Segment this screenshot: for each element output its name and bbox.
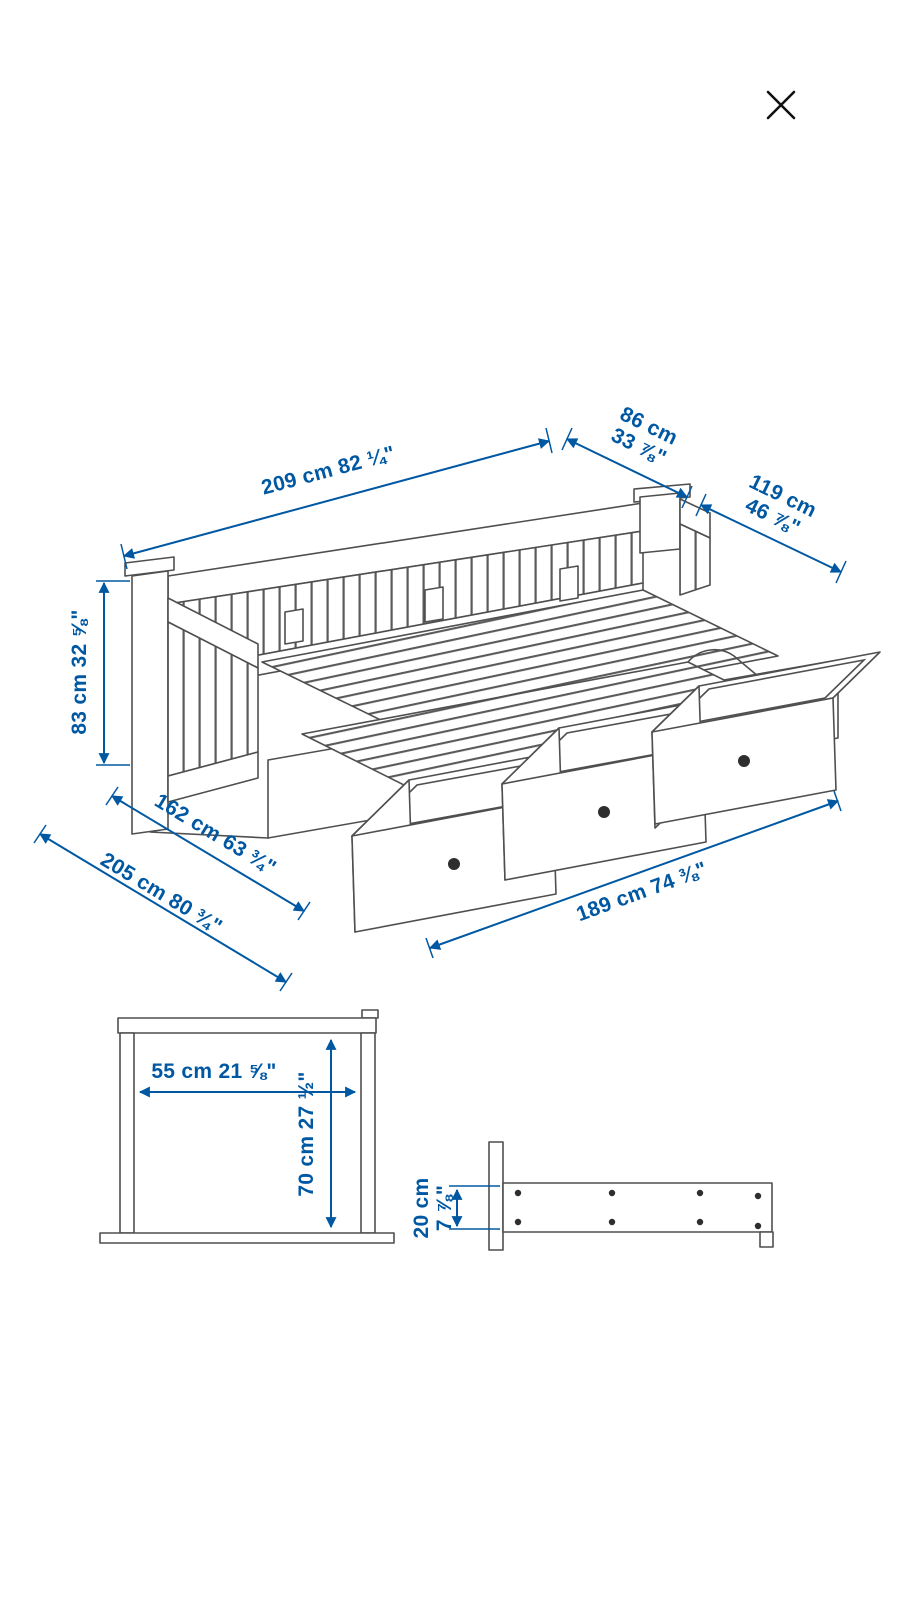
back-cutout <box>424 586 444 623</box>
screw-dot <box>696 1189 704 1197</box>
right-end-panel <box>633 483 711 596</box>
dim-total-depth-label: 205 cm 80 ¾" <box>97 848 227 938</box>
dim-inner-width-label: 55 cm 21 ⅝" <box>151 1060 276 1083</box>
pullout-side-view: 20 cm7 ⅞" <box>410 1141 774 1251</box>
dim-mattress-length-label: 162 cm 63 ¾" <box>151 789 281 879</box>
dim-rail-height-20: 20 cm7 ⅞" <box>410 1177 500 1239</box>
pullout-curved-rail <box>687 649 821 729</box>
screw-dot <box>514 1218 522 1226</box>
frame-left-leg <box>119 1032 135 1234</box>
drawer-right <box>651 651 881 829</box>
dim-frame-height-70: 70 cm 27 ½" <box>295 1038 337 1229</box>
screw-dot <box>514 1189 522 1197</box>
dim-width-top-label: 86 cm33 ⅞" <box>606 402 681 470</box>
close-icon <box>766 90 796 120</box>
side-rail <box>502 1182 773 1233</box>
drawer-knob <box>448 858 460 870</box>
frame-base-bar <box>99 1232 395 1244</box>
dim-drawer-span-label: 189 cm 74 ⅜" <box>573 858 710 927</box>
back-cutout <box>559 565 579 602</box>
left-end-panel <box>124 556 259 835</box>
right-post <box>639 492 681 554</box>
frame-top-bar <box>117 1017 377 1034</box>
dim-length-label: 209 cm 82 ¼" <box>259 442 398 500</box>
frame-cap <box>361 1009 379 1019</box>
drawer-knob <box>738 755 750 767</box>
daybed-drawing <box>124 483 881 933</box>
screw-dot <box>696 1218 704 1226</box>
dim-width-extended-119: 119 cm46 ⅞" <box>695 470 847 584</box>
dim-height-83: 83 cm 32 ⅝" <box>68 580 130 766</box>
screw-dot <box>608 1218 616 1226</box>
headboard-front-view: 55 cm 21 ⅝" 70 cm 27 ½" <box>99 1009 395 1244</box>
rail-foot <box>759 1231 774 1248</box>
dim-inner-width-55: 55 cm 21 ⅝" <box>138 1060 357 1098</box>
close-button[interactable] <box>756 80 806 130</box>
left-end-bottom-rail <box>167 751 259 803</box>
screw-dot <box>754 1192 762 1200</box>
main-slat-deck <box>261 589 779 729</box>
dim-frame-height-label: 70 cm 27 ½" <box>295 1071 318 1196</box>
screw-dot <box>608 1189 616 1197</box>
dim-height-label: 83 cm 32 ⅝" <box>68 609 91 734</box>
dim-rail-height-label: 20 cm7 ⅞" <box>410 1177 456 1238</box>
dim-width-extended-label: 119 cm46 ⅞" <box>735 470 820 543</box>
back-cutout <box>284 608 304 645</box>
drawer-knob <box>598 806 610 818</box>
screw-dot <box>754 1222 762 1230</box>
frame-right-leg <box>360 1032 376 1234</box>
end-board <box>488 1141 504 1251</box>
